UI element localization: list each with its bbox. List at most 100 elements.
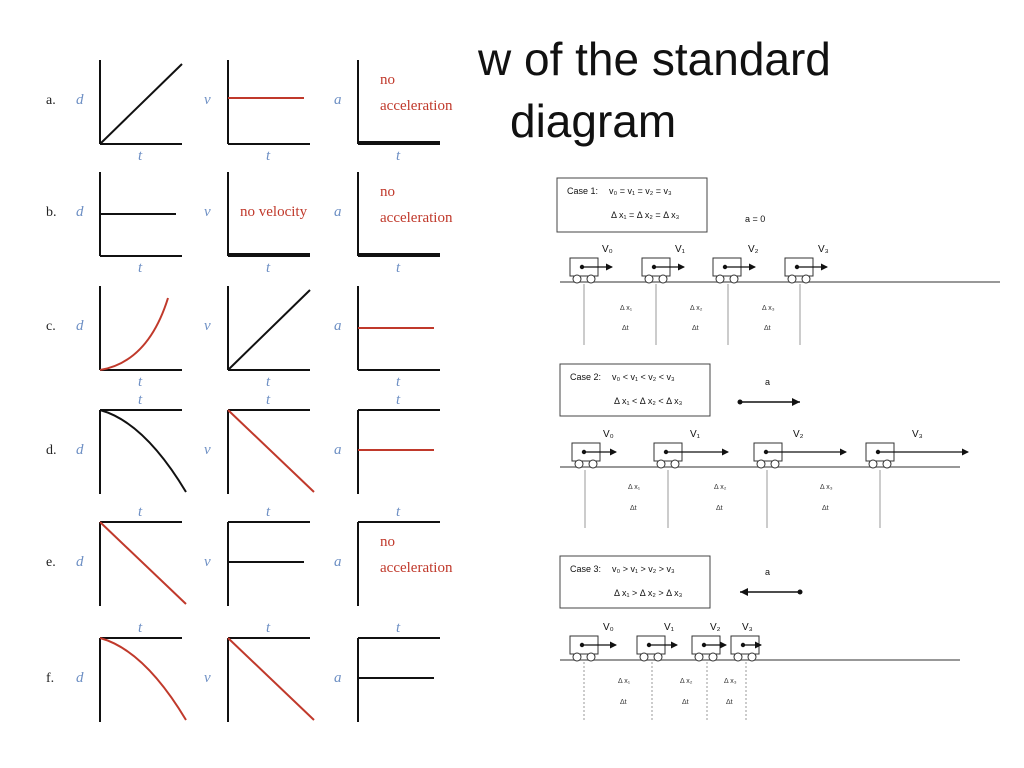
cart-wheel xyxy=(787,274,797,284)
interval-displacement: Δ x₁ xyxy=(618,678,631,685)
cart-wheel xyxy=(574,459,584,469)
velocity-label: V₁ xyxy=(690,429,701,440)
x-axis-label: t xyxy=(266,260,271,276)
x-axis-label: t xyxy=(266,504,271,520)
acceleration-label: a = 0 xyxy=(745,214,765,224)
cart: V₀ xyxy=(569,622,617,662)
title-line-2: diagram xyxy=(510,95,677,147)
y-axis-label: a xyxy=(334,92,342,108)
y-axis-label: a xyxy=(334,204,342,220)
graph-curve xyxy=(227,409,315,493)
x-axis-label: t xyxy=(396,260,401,276)
interval-time: Δt xyxy=(692,325,699,332)
graph-curve xyxy=(99,297,169,371)
x-axis-label: t xyxy=(396,392,401,408)
x-axis-label: t xyxy=(396,148,401,164)
cart-wheel xyxy=(653,652,663,662)
graph-panel: vt xyxy=(204,60,310,164)
interval-time: Δt xyxy=(726,699,733,706)
velocity-label: V₃ xyxy=(818,244,829,255)
cart-wheel xyxy=(801,274,811,284)
case-heading: Case 1: xyxy=(567,186,598,196)
case-box xyxy=(559,555,711,609)
cart-wheel xyxy=(658,274,668,284)
velocity-label: V₀ xyxy=(603,622,614,633)
cart: V₃ xyxy=(730,622,762,662)
interval-time: Δt xyxy=(764,325,771,332)
row-label: b. xyxy=(46,205,57,220)
cart: V₂ xyxy=(753,429,847,469)
cart: V₁ xyxy=(653,429,729,469)
graph-note: acceleration xyxy=(380,98,453,114)
y-axis-label: d xyxy=(76,92,84,108)
graph-panel: dt xyxy=(76,504,187,606)
acceleration-label: a xyxy=(765,567,770,577)
y-axis-label: v xyxy=(204,554,211,570)
case-box xyxy=(556,177,708,233)
interval-time: Δt xyxy=(716,505,723,512)
cart: V₀ xyxy=(571,429,617,469)
cart-wheel xyxy=(588,459,598,469)
x-axis-label: t xyxy=(266,620,271,636)
row-label: c. xyxy=(46,319,56,334)
velocity-label: V₀ xyxy=(602,244,613,255)
graph-panel: vt xyxy=(204,620,315,722)
cart-wheel xyxy=(708,652,718,662)
x-axis-label: t xyxy=(266,148,271,164)
interval-displacement: Δ x₃ xyxy=(724,678,737,685)
row-label: e. xyxy=(46,555,56,570)
velocity-label: V₀ xyxy=(603,429,614,440)
cart-wheel xyxy=(733,652,743,662)
x-axis-label: t xyxy=(396,504,401,520)
case-velocity-relation: v₀ = v₁ = v₂ = v₃ xyxy=(609,186,672,196)
interval-displacement: Δ x₁ xyxy=(620,305,633,312)
cart-wheel xyxy=(656,459,666,469)
interval-time: Δt xyxy=(822,505,829,512)
case-heading: Case 2: xyxy=(570,372,601,382)
y-axis-label: d xyxy=(76,318,84,334)
row-label: a. xyxy=(46,93,56,108)
x-axis-label: t xyxy=(396,374,401,390)
interval-displacement: Δ x₂ xyxy=(680,678,693,685)
graph-panel: dt xyxy=(76,392,187,494)
y-axis-label: v xyxy=(204,204,211,220)
y-axis-label: d xyxy=(76,204,84,220)
y-axis-label: a xyxy=(334,670,342,686)
graph-note: no xyxy=(380,534,395,550)
row-label: f. xyxy=(46,671,54,686)
case-velocity-relation: v₀ > v₁ > v₂ > v₃ xyxy=(612,564,675,574)
interval-displacement: Δ x₂ xyxy=(714,484,727,491)
velocity-arrow-head xyxy=(606,263,613,271)
cart-wheel xyxy=(694,652,704,662)
velocity-arrow-head xyxy=(821,263,828,271)
x-axis-label: t xyxy=(396,620,401,636)
x-axis-label: t xyxy=(266,374,271,390)
velocity-arrow-head xyxy=(755,641,762,649)
graph-panel: vt xyxy=(204,504,310,606)
interval-time: Δt xyxy=(622,325,629,332)
graph-curve xyxy=(99,637,187,721)
x-axis-label: t xyxy=(138,392,143,408)
y-axis-label: d xyxy=(76,554,84,570)
interval-displacement: Δ x₃ xyxy=(762,305,775,312)
cart-wheel xyxy=(644,274,654,284)
graph-panel: at xyxy=(334,392,440,494)
velocity-arrow-head xyxy=(749,263,756,271)
graph-panel: at xyxy=(334,620,440,722)
graph-note: acceleration xyxy=(380,210,453,226)
graph-panel: dt xyxy=(76,60,183,164)
case-displacement-relation: Δ x₁ > Δ x₂ > Δ x₃ xyxy=(614,588,683,598)
cart: V₂ xyxy=(712,244,759,284)
y-axis-label: v xyxy=(204,442,211,458)
interval-time: Δt xyxy=(682,699,689,706)
interval-time: Δt xyxy=(630,505,637,512)
cart: V₁ xyxy=(641,244,686,284)
